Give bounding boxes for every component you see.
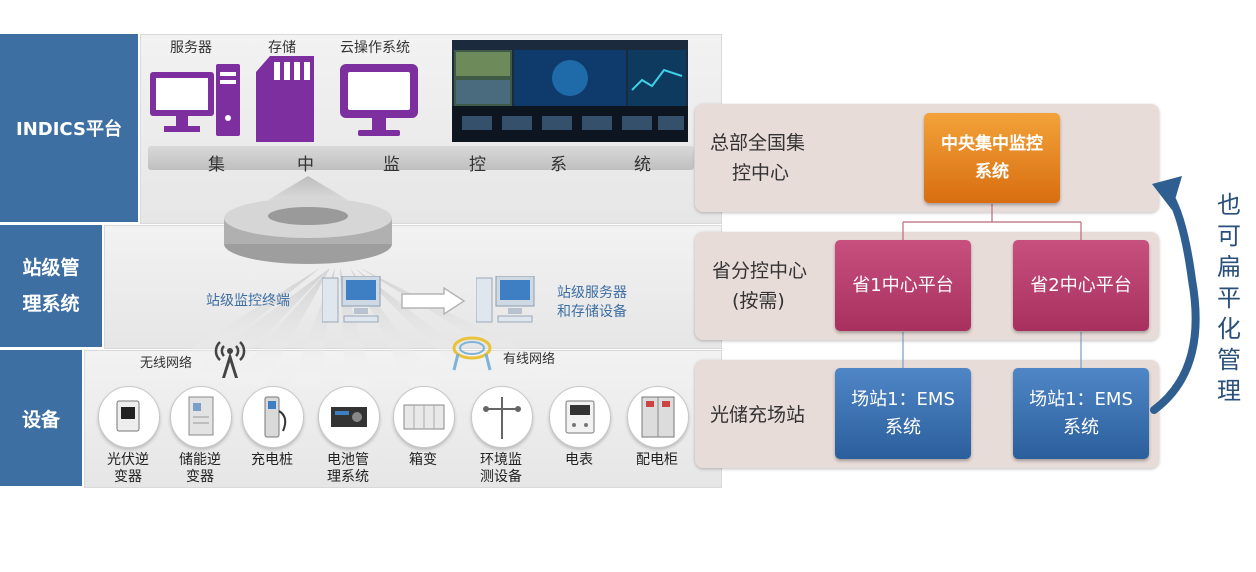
curved-up-arrow-icon — [1150, 176, 1200, 414]
province-label: 省分控中心 (按需) — [712, 260, 808, 312]
device-label: 电池管理系统 — [327, 452, 369, 485]
device-pv-inverter — [98, 386, 160, 448]
layer-label-station: 站级管理系统 — [0, 225, 102, 347]
device-label: 配电柜 — [636, 452, 678, 468]
pv-inverter-icon — [116, 400, 140, 432]
antenna-icon — [214, 341, 246, 378]
storage-inverter-icon — [188, 396, 214, 436]
device-label: 储能逆变器 — [179, 452, 221, 485]
station-layer-bg — [104, 225, 722, 349]
box-transformer-icon — [403, 404, 445, 430]
monitor-icon — [340, 64, 418, 136]
bar-char: 统 — [634, 155, 651, 175]
province2-box: 省2中心平台 — [1013, 240, 1149, 331]
storage-label: 存储 — [268, 40, 296, 56]
site-label: 光储充场站 — [710, 404, 806, 426]
device-label: 充电桩 — [251, 452, 293, 468]
device-bms — [318, 386, 380, 448]
station-terminal-label: 站级监控终端 — [206, 293, 290, 309]
device-meter — [549, 386, 611, 448]
right-arrow-icon — [401, 286, 466, 316]
station-server-icon — [476, 276, 535, 323]
device-box-transformer — [393, 386, 455, 448]
layer-label-device: 设备 — [0, 350, 82, 486]
bms-icon — [331, 407, 367, 427]
device-label: 电表 — [565, 452, 593, 468]
device-label: 光伏逆变器 — [107, 452, 149, 485]
device-env-monitor — [471, 386, 533, 448]
storage-icon — [256, 56, 314, 142]
cabinet-icon — [641, 396, 675, 438]
station-server-label: 站级服务器 和存储设备 — [557, 285, 627, 320]
server-label: 服务器 — [170, 40, 212, 56]
wireless-label: 无线网络 — [140, 356, 193, 371]
device-charger — [242, 386, 304, 448]
terminal-computer-icon — [322, 276, 381, 323]
device-label: 环境监测设备 — [480, 452, 522, 485]
bar-char: 控 — [469, 155, 486, 175]
central-monitoring-bar — [148, 146, 694, 170]
cable-icon — [452, 336, 492, 371]
env-monitor-icon — [483, 397, 521, 439]
layer-label-platform: INDICS平台 — [0, 34, 138, 222]
wired-label: 有线网络 — [503, 352, 556, 367]
device-distribution-cabinet — [627, 386, 689, 448]
bar-char: 监 — [383, 155, 400, 175]
device-label: 箱变 — [409, 452, 437, 468]
control-room-image — [452, 40, 688, 142]
bar-char: 系 — [550, 155, 567, 175]
bar-char: 中 — [297, 155, 314, 175]
province1-box: 省1中心平台 — [835, 240, 971, 331]
hierarchy-connectors — [902, 204, 1082, 368]
device-storage-inverter — [170, 386, 232, 448]
bar-char: 集 — [208, 155, 225, 175]
hq-label: 总部全国集 控中心 — [710, 132, 806, 184]
central-monitoring-box: 中央集中监控系统 — [924, 113, 1060, 203]
side-note: 也 可 扁 平 化 管 理 — [1217, 191, 1241, 405]
cloud-os-label: 云操作系统 — [340, 40, 410, 56]
meter-icon — [565, 400, 595, 434]
server-icon — [150, 64, 240, 136]
charger-icon — [264, 396, 287, 438]
